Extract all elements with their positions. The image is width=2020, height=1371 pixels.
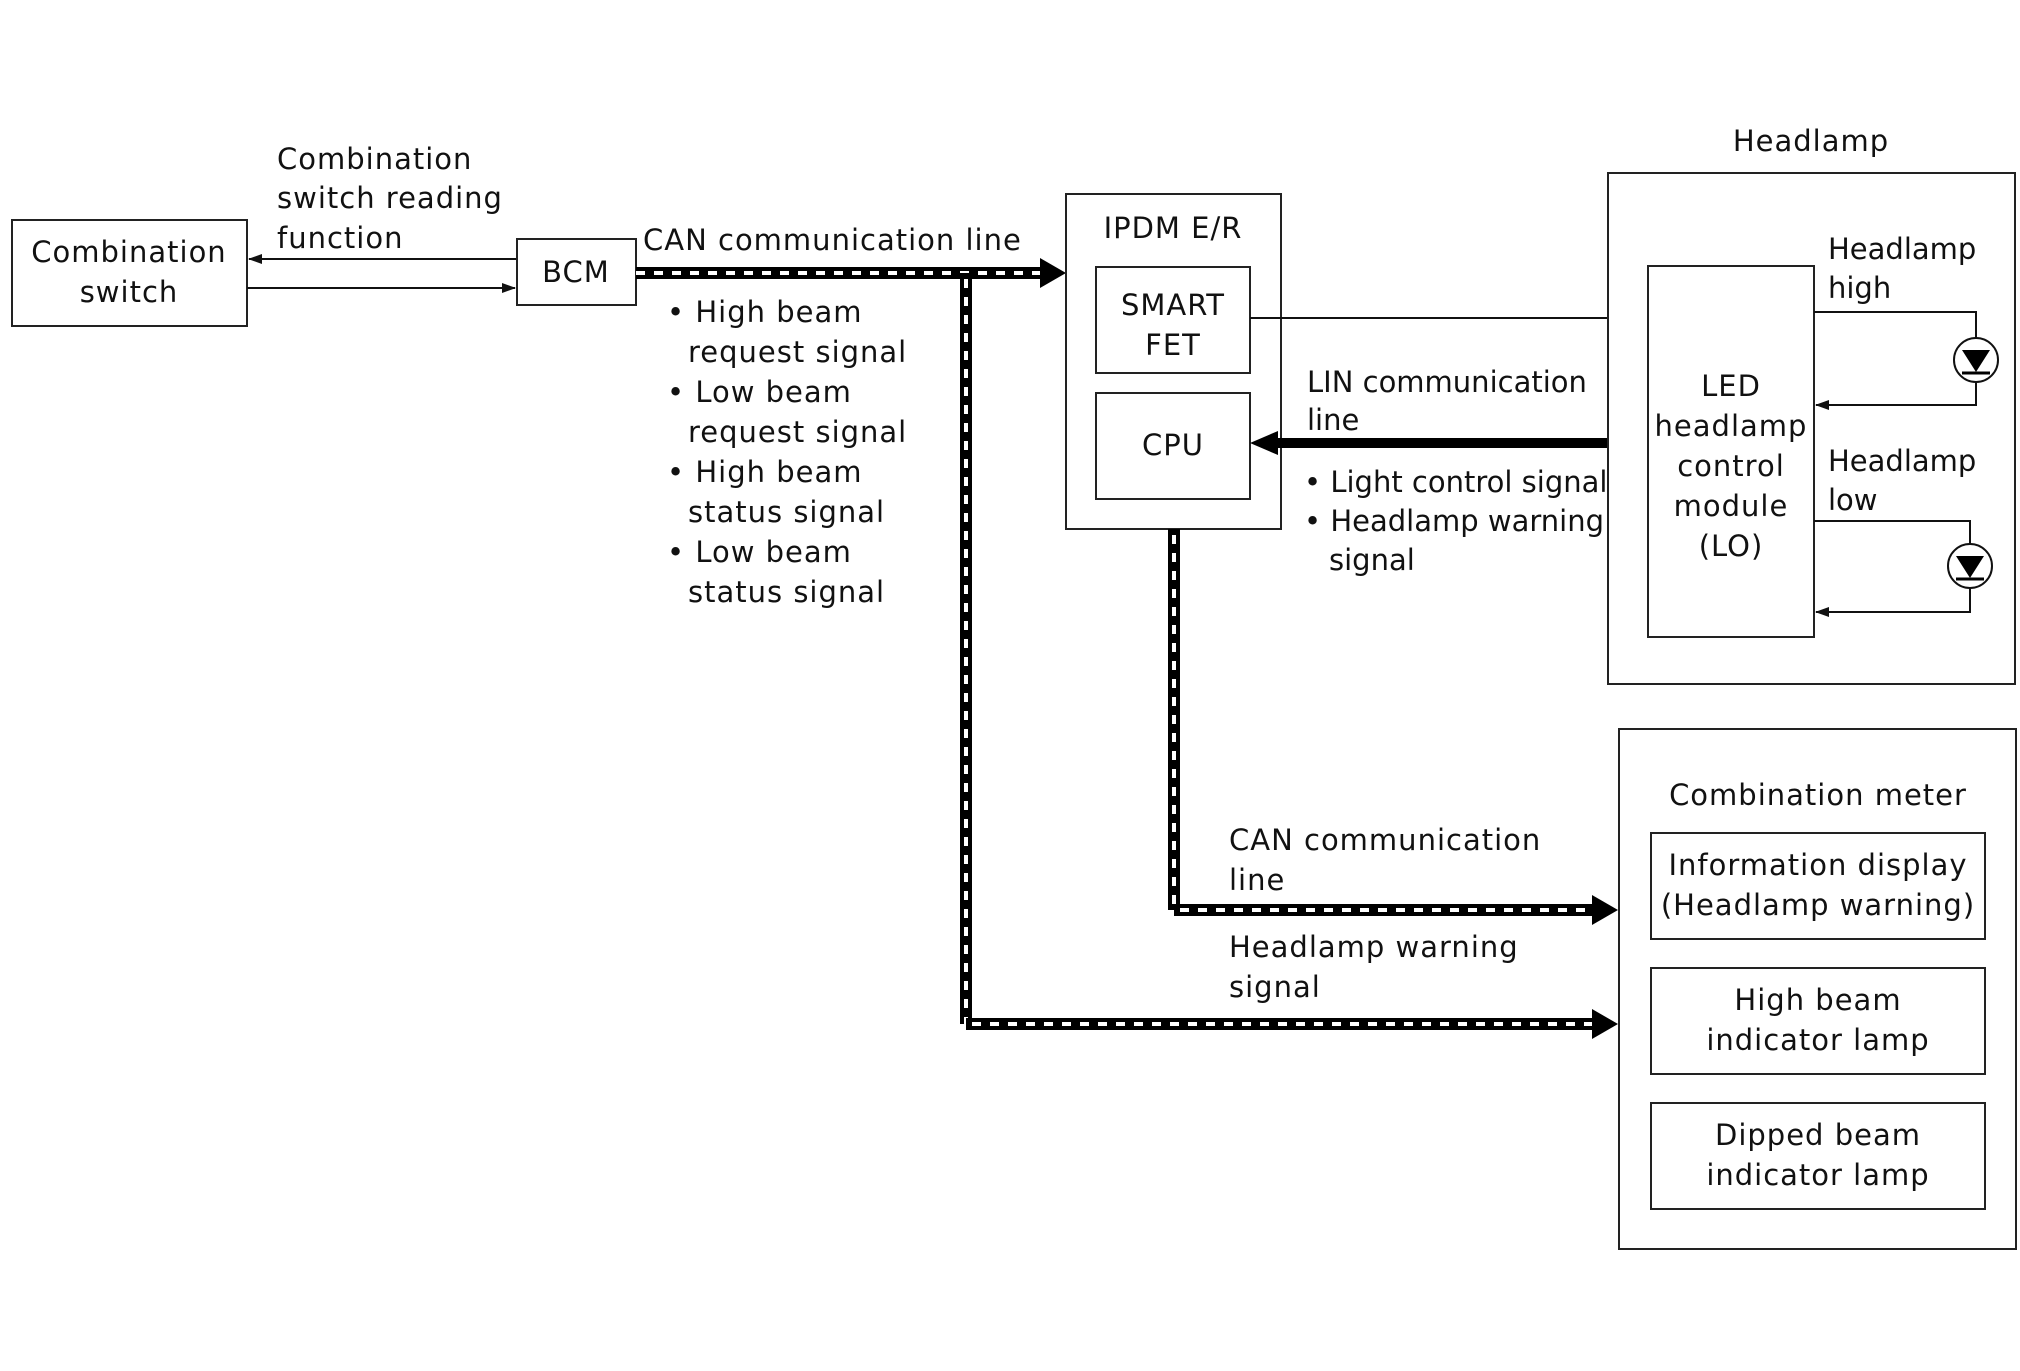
dipped-beam-indicator-label-1: Dipped beam (1715, 1118, 1921, 1152)
headlamp-low-label-2: low (1828, 483, 1878, 517)
smart-fet-label-2: FET (1145, 328, 1201, 362)
headlamp-warning-signal-1: Headlamp warning (1229, 930, 1519, 964)
can-bus-ipdm-meter (1168, 529, 1618, 925)
led-module-label-5: (LO) (1699, 529, 1764, 563)
high-beam-led-circuit (1814, 311, 1999, 410)
can-line-bottom-labels: CAN communication line Headlamp warning … (1229, 823, 1541, 1004)
headlamp-title: Headlamp (1733, 124, 1889, 158)
can-line-top-label: CAN communication line (643, 223, 1022, 257)
combination-switch-label-1: Combination (31, 235, 226, 269)
can-line-bottom-2: line (1229, 863, 1285, 897)
lin-signal-1: • Light control signal (1304, 465, 1607, 499)
can-line-bottom-1: CAN communication (1229, 823, 1541, 857)
headlamp-warning-signal-2: signal (1229, 970, 1321, 1004)
bcm-signal-list: • High beam request signal • Low beam re… (667, 295, 907, 609)
led-module-box (1647, 265, 1815, 638)
information-display-label-2: (Headlamp warning) (1661, 888, 1975, 922)
bcm-signal-2b: request signal (688, 415, 907, 449)
switch-function-line-3: function (277, 221, 403, 255)
headlamp-high-label-2: high (1828, 271, 1891, 305)
led-module-label-2: headlamp (1655, 409, 1808, 443)
low-beam-led-icon (1947, 543, 1993, 589)
can-bus-bcm-meter (960, 273, 1618, 1039)
lin-label-2: line (1307, 403, 1359, 437)
led-module-label-4: module (1674, 489, 1789, 523)
bcm-signal-3b: status signal (688, 495, 885, 529)
combination-meter-block: Combination meter Information display (H… (1618, 728, 2017, 1250)
information-display-label-1: Information display (1668, 848, 1967, 882)
can-bus-bcm-ipdm (636, 258, 1066, 288)
lin-label-1: LIN communication (1307, 365, 1587, 399)
switch-reading-function-label: Combination switch reading function (277, 142, 503, 255)
switch-function-line-1: Combination (277, 142, 472, 176)
headlamp-high-label-1: Headlamp (1828, 232, 1976, 266)
dipped-beam-indicator-box (1650, 1102, 1986, 1210)
bcm-signal-3a: • High beam (667, 455, 862, 489)
led-module-label-3: control (1677, 449, 1785, 483)
high-beam-led-icon (1953, 337, 1999, 383)
high-beam-indicator-box (1650, 967, 1986, 1075)
switch-function-line-2: switch reading (277, 181, 503, 215)
lin-signal-2a: • Headlamp warning (1304, 504, 1604, 538)
bcm-signal-4b: status signal (688, 575, 885, 609)
cpu-label: CPU (1142, 428, 1204, 462)
high-beam-indicator-label-1: High beam (1734, 983, 1901, 1017)
bcm-block: BCM (516, 238, 637, 306)
combination-switch-box (11, 219, 248, 327)
headlamp-low-label-1: Headlamp (1828, 444, 1976, 478)
smart-fet-label-1: SMART (1121, 288, 1225, 322)
bcm-box (516, 238, 637, 306)
combination-meter-title: Combination meter (1669, 778, 1967, 812)
cpu-box (1095, 392, 1251, 500)
headlamp-block: Headlamp LED headlamp control module (LO… (1607, 124, 2016, 685)
bcm-signal-1b: request signal (688, 335, 907, 369)
high-beam-indicator-label-2: indicator lamp (1706, 1023, 1929, 1057)
ipdm-block: IPDM E/R SMART FET CPU (1065, 193, 1282, 530)
lin-labels: LIN communication line • Light control s… (1304, 365, 1607, 577)
bcm-label: BCM (542, 255, 610, 289)
low-beam-led-circuit (1814, 520, 1993, 617)
combination-switch-block: Combination switch (11, 219, 248, 327)
bcm-signal-2a: • Low beam (667, 375, 852, 409)
smart-fet-box (1095, 266, 1251, 374)
led-module-label-1: LED (1701, 369, 1761, 403)
ipdm-title: IPDM E/R (1104, 211, 1243, 245)
information-display-box (1650, 832, 1986, 940)
lin-signal-2b: signal (1329, 543, 1415, 577)
combination-switch-label-2: switch (80, 275, 179, 309)
bcm-signal-1a: • High beam (667, 295, 862, 329)
dipped-beam-indicator-label-2: indicator lamp (1706, 1158, 1929, 1192)
bcm-signal-4a: • Low beam (667, 535, 852, 569)
